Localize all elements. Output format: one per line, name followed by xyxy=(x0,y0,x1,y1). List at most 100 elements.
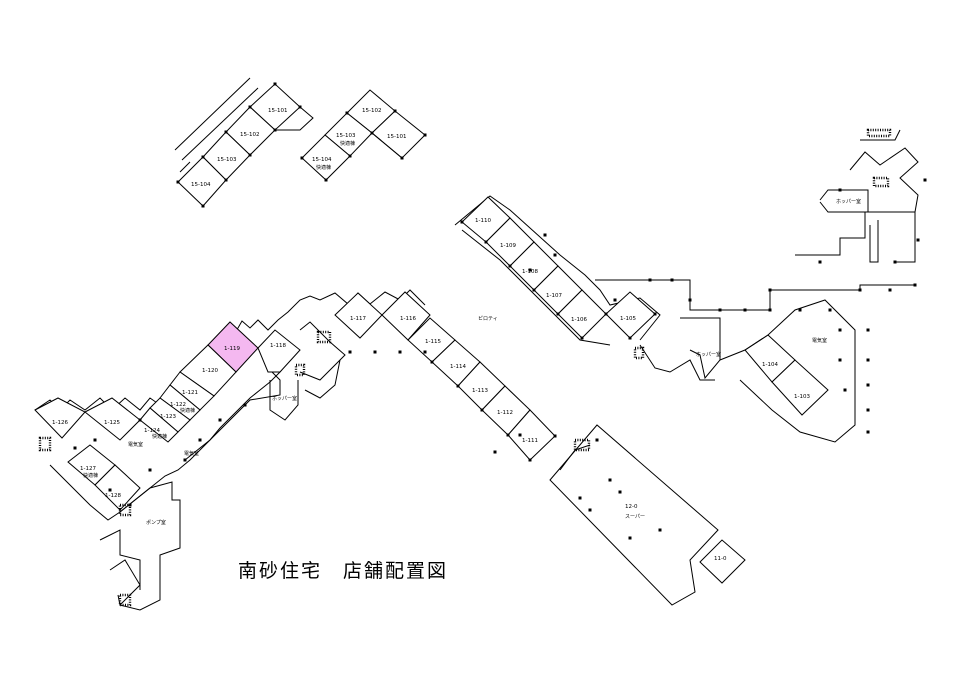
unit-label: 15-101 xyxy=(268,108,287,114)
unit-label: 1-126 xyxy=(52,420,68,426)
boundary-line xyxy=(181,87,259,161)
column-marker xyxy=(393,109,397,113)
room-label: ホッパー室 xyxy=(836,198,861,205)
column-marker xyxy=(628,336,632,340)
column-marker xyxy=(484,240,488,244)
column-marker xyxy=(580,336,584,340)
column-marker xyxy=(556,312,560,316)
room-label: 電気室 xyxy=(184,450,199,457)
room-label: ポンプ室 xyxy=(146,519,166,526)
wall xyxy=(719,299,856,443)
unit-12-0[interactable] xyxy=(549,424,719,606)
column-marker xyxy=(595,438,599,442)
unit-label: 1-127 xyxy=(80,466,96,472)
column-marker xyxy=(460,220,464,224)
unit-1-118[interactable] xyxy=(257,329,301,373)
unit-1-128[interactable] xyxy=(94,464,141,511)
block-15-east: 15-102 15-101 15-103 快適棟 15-104 快適棟 xyxy=(301,89,426,181)
stairs-icon xyxy=(872,176,890,188)
column-marker xyxy=(373,350,377,354)
column-marker xyxy=(866,430,870,434)
column-marker xyxy=(913,283,917,287)
column-marker xyxy=(518,433,522,437)
column-marker xyxy=(176,180,180,184)
column-marker xyxy=(224,130,228,134)
column-marker xyxy=(430,360,434,364)
unit-1-124[interactable] xyxy=(139,407,179,443)
column-marker xyxy=(866,358,870,362)
wall xyxy=(639,344,715,381)
wall xyxy=(680,317,721,380)
unit-label: 1-112 xyxy=(497,410,513,416)
column-marker xyxy=(148,468,152,472)
unit-label: 15-103 xyxy=(217,157,237,163)
column-marker xyxy=(201,155,205,159)
column-marker xyxy=(93,438,97,442)
unit-11-0[interactable] xyxy=(699,539,746,584)
unit-label: 1-125 xyxy=(104,420,120,426)
column-marker xyxy=(838,358,842,362)
stairs-icon xyxy=(294,363,306,377)
unit-label: 1-109 xyxy=(500,243,516,249)
unit-label: 15-103 xyxy=(336,133,356,139)
column-marker xyxy=(866,408,870,412)
column-marker xyxy=(604,312,608,316)
room-label: スーパー xyxy=(625,514,645,520)
wall xyxy=(860,129,901,141)
room-label: 快適棟 xyxy=(316,164,331,171)
wall xyxy=(304,359,341,399)
column-marker xyxy=(768,308,772,312)
unit-1-103[interactable] xyxy=(771,359,829,416)
boundary-line xyxy=(174,77,251,151)
unit-label: 1-107 xyxy=(546,293,562,299)
column-marker xyxy=(648,278,652,282)
wall xyxy=(99,529,141,590)
unit-label: 1-118 xyxy=(270,343,286,349)
room-label: ピロティ xyxy=(478,316,498,322)
unit-label: 1-128 xyxy=(105,493,121,499)
unit-label: 1-120 xyxy=(202,368,218,374)
column-marker xyxy=(400,156,404,160)
unit-label: 1-105 xyxy=(620,316,636,322)
column-marker xyxy=(532,288,536,292)
room-label: 快適棟 xyxy=(152,433,167,440)
column-marker xyxy=(248,105,252,109)
column-marker xyxy=(838,188,842,192)
ne-corridor: 1-110 1-109 1-108 1-107 1-106 1-105 ホッパー… xyxy=(461,196,915,381)
wall xyxy=(371,132,403,159)
column-marker xyxy=(843,388,847,392)
column-marker xyxy=(866,328,870,332)
column-marker xyxy=(508,264,512,268)
column-marker xyxy=(300,156,304,160)
unit-label: 1-113 xyxy=(472,388,488,394)
column-markers xyxy=(73,82,927,540)
unit-label: 1-115 xyxy=(425,339,441,345)
wall xyxy=(269,380,299,421)
wall xyxy=(559,444,591,471)
column-marker xyxy=(73,446,77,450)
column-marker xyxy=(224,178,228,182)
column-marker xyxy=(370,131,374,135)
column-marker xyxy=(916,238,920,242)
column-marker xyxy=(248,153,252,157)
stairs-icon xyxy=(866,128,892,138)
unit-1-126[interactable] xyxy=(34,397,86,439)
unit-label: 12-0 xyxy=(625,504,638,510)
unit-1-125[interactable] xyxy=(84,397,141,441)
column-marker xyxy=(273,82,277,86)
pump-room-wall xyxy=(119,481,181,611)
column-marker xyxy=(243,403,247,407)
column-marker xyxy=(838,328,842,332)
room-label: 快適棟 xyxy=(180,407,195,414)
column-marker xyxy=(198,438,202,442)
column-marker xyxy=(888,288,892,292)
column-marker xyxy=(818,260,822,264)
unit-1-116[interactable] xyxy=(381,291,431,341)
unit-label: 1-119 xyxy=(224,346,240,352)
room-label: 電気室 xyxy=(128,441,143,448)
column-marker xyxy=(628,536,632,540)
map-title: 南砂住宅 店舗配置図 xyxy=(238,560,449,582)
unit-label: 15-102 xyxy=(240,132,259,138)
column-marker xyxy=(528,268,532,272)
